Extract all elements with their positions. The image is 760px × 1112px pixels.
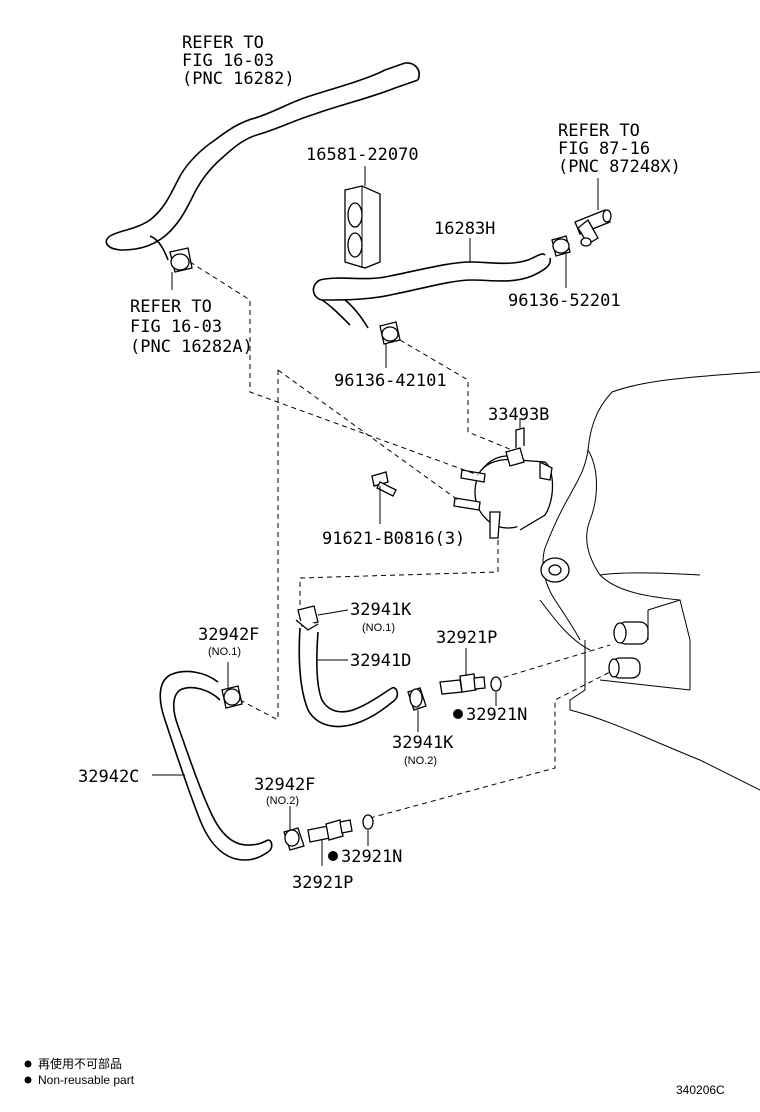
vacuum-tank-33493B	[453, 427, 554, 539]
reference-dashed-lines	[189, 261, 611, 819]
clamp-32942F-no2	[283, 827, 305, 851]
label-16283H: 16283H	[434, 219, 495, 239]
oring-32921N-upper	[490, 676, 502, 692]
legend-bullet-1	[24, 1060, 32, 1068]
refer-top-line2: FIG 16-03	[182, 51, 274, 71]
union-32921P-lower	[307, 819, 353, 843]
connector-16581	[344, 185, 381, 269]
label-91621-B0816: 91621-B0816(3)	[322, 529, 465, 549]
oring-32921N-lower	[362, 814, 374, 830]
engine-outline	[539, 371, 760, 791]
refer-right-line3: (PNC 87248X)	[558, 157, 681, 177]
clamp-32941K-no1	[295, 605, 319, 631]
label-33493B: 33493B	[488, 405, 549, 425]
label-32942F-no1: 32942F	[198, 625, 259, 645]
label-32941K-no1: 32941K	[350, 600, 412, 620]
clamp-96136-52201	[551, 235, 571, 257]
label-96136-42101: 96136-42101	[334, 371, 447, 391]
refer-left-line3: (PNC 16282A)	[130, 337, 253, 357]
bolt-91621	[371, 471, 397, 497]
label-32942F-no2-sub: (NO.2)	[266, 795, 299, 807]
label-32941K-no2: 32941K	[392, 733, 454, 753]
refer-right-line2: FIG 87-16	[558, 139, 650, 159]
refer-right-line1: REFER TO	[558, 121, 640, 141]
clamp-32942F-no1	[221, 685, 243, 709]
fitting-87248X	[574, 209, 612, 247]
label-32921N-lower: 32921N	[341, 847, 402, 867]
hose-32942C	[159, 670, 273, 861]
clamp-top-left	[169, 247, 193, 273]
label-96136-52201: 96136-52201	[508, 291, 621, 311]
union-32921P-upper	[439, 673, 486, 695]
legend-line2: Non-reusable part	[38, 1073, 135, 1087]
nonreusable-mark-upper	[453, 709, 463, 719]
refer-left-line2: FIG 16-03	[130, 317, 222, 337]
hose-16282	[105, 62, 420, 261]
label-32941D: 32941D	[350, 651, 411, 671]
label-32921N-upper: 32921N	[466, 705, 527, 725]
label-32942F-no1-sub: (NO.1)	[208, 646, 241, 658]
clamp-32941K-no2	[407, 687, 427, 711]
refer-right-label: REFER TO FIG 87-16 (PNC 87248X)	[558, 121, 681, 177]
label-32942F-no2: 32942F	[254, 775, 315, 795]
label-32942C: 32942C	[78, 767, 139, 787]
refer-top-label: REFER TO FIG 16-03 (PNC 16282)	[182, 33, 295, 89]
legend: 再使用不可部品 Non-reusable part	[24, 1056, 135, 1087]
hose-16283H	[312, 253, 552, 329]
refer-left-label: REFER TO FIG 16-03 (PNC 16282A)	[130, 297, 253, 357]
label-16581-22070: 16581-22070	[306, 145, 419, 165]
refer-top-line3: (PNC 16282)	[182, 69, 295, 89]
nonreusable-mark-lower	[328, 851, 338, 861]
label-32921P-lower: 32921P	[292, 873, 353, 893]
refer-left-line1: REFER TO	[130, 297, 212, 317]
label-32921P-upper: 32921P	[436, 628, 497, 648]
refer-top-line1: REFER TO	[182, 33, 264, 53]
legend-bullet-2	[24, 1076, 32, 1084]
figure-code: 340206C	[676, 1083, 725, 1097]
leader-32941K-no1	[317, 609, 349, 616]
legend-line1: 再使用不可部品	[38, 1056, 122, 1071]
label-32941K-no1-sub: (NO.1)	[362, 622, 395, 634]
hose-32941D	[298, 627, 399, 728]
clamp-96136-42101	[379, 321, 401, 345]
label-32941K-no2-sub: (NO.2)	[404, 755, 437, 767]
